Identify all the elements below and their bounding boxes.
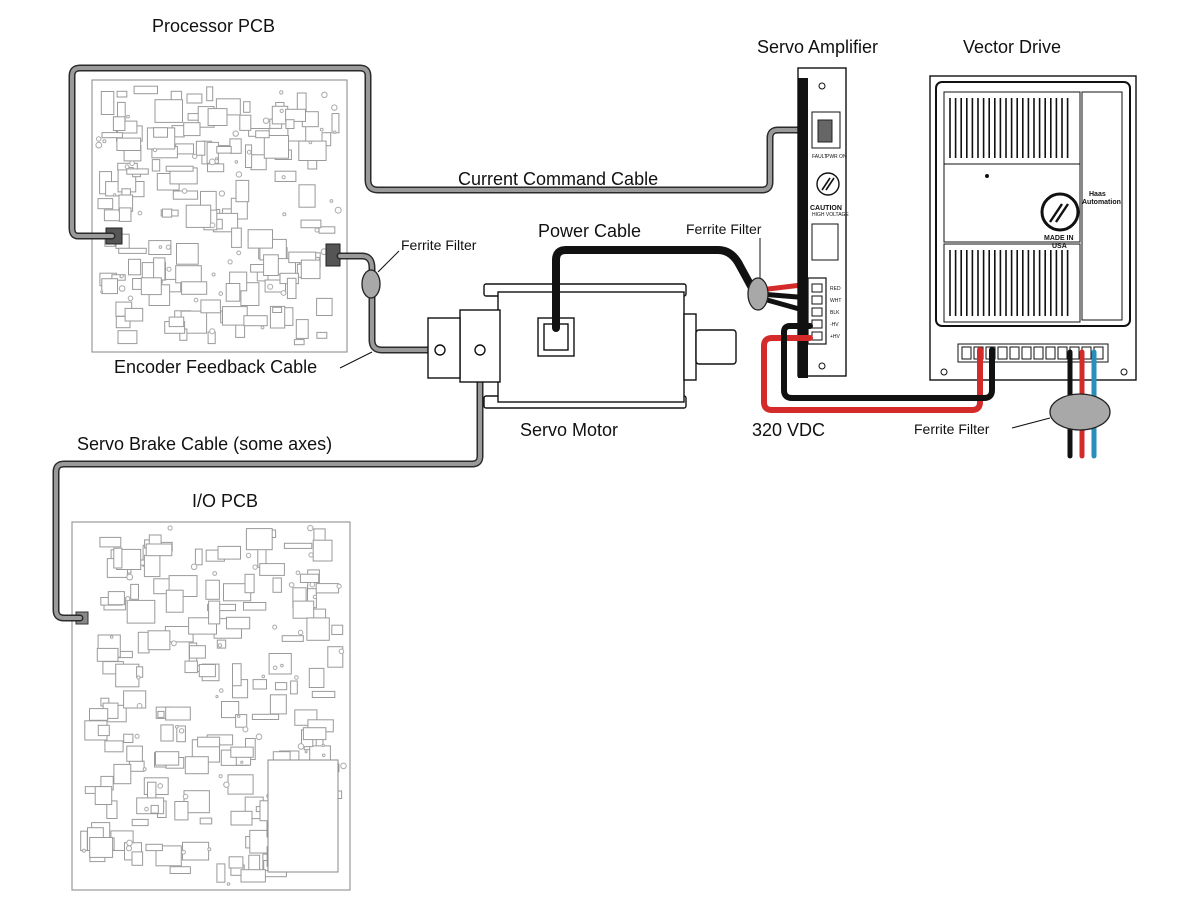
vd-country-text: USA [1052, 243, 1067, 250]
encoder-cable-leader [339, 351, 373, 369]
vd-logo [1040, 192, 1080, 232]
servo-brake-cable [52, 346, 484, 622]
servo-brake-cable-label: Servo Brake Cable (some axes) [77, 434, 332, 454]
encoder-feedback-cable-label: Encoder Feedback Cable [114, 357, 317, 377]
encoder-ferrite-filter-label: Ferrite Filter [401, 237, 477, 253]
dc-bus-cable [761, 323, 995, 413]
current-command-cable [68, 64, 824, 240]
voltage-label: 320 VDC [752, 420, 825, 440]
vd-brand-line1: Haas [1089, 191, 1106, 198]
io-pcb-label: I/O PCB [192, 491, 258, 511]
amp-terminal [811, 283, 823, 293]
amp-pwr-on-text: PWR ON [826, 154, 847, 160]
encoder-ferrite-filter [361, 269, 381, 299]
current-command-cable-label: Current Command Cable [458, 169, 658, 189]
amp-terminal [811, 307, 823, 317]
servo-amplifier-label: Servo Amplifier [757, 37, 878, 57]
processor-pcb-label: Processor PCB [152, 16, 275, 36]
drive-ferrite-leader [1011, 417, 1051, 429]
power-cable-label: Power Cable [538, 221, 641, 241]
amp-terminal-label: BLK [830, 310, 840, 316]
vector-drive-label: Vector Drive [963, 37, 1061, 57]
servo-amplifier: FAULT PWR ON CAUTION HIGH VOLTAGE RED WHT… [797, 67, 849, 378]
processor-pcb [91, 79, 348, 353]
io-pcb [71, 521, 351, 891]
vd-made-in-text: MADE IN [1044, 235, 1074, 242]
amp-logo [816, 172, 840, 196]
io-relay-block [267, 759, 339, 873]
drive-ferrite-filter-label: Ferrite Filter [914, 421, 990, 437]
amp-fault-text: FAULT [812, 154, 827, 160]
encoder-ferrite-leader [377, 250, 400, 273]
vector-drive: Haas Automation MADE IN USA [929, 75, 1137, 381]
amp-caution-text: CAUTION [810, 205, 842, 212]
power-ferrite-filter-label: Ferrite Filter [686, 221, 762, 237]
encoder-feedback-cable [336, 252, 442, 354]
amp-terminal [811, 295, 823, 305]
amp-terminal-label: WHT [830, 298, 841, 304]
servo-motor [427, 283, 737, 409]
amp-high-voltage-text: HIGH VOLTAGE [812, 212, 849, 218]
amp-terminal-label: +HV [830, 334, 841, 340]
amp-terminal [811, 319, 823, 329]
amp-terminal [811, 331, 823, 341]
power-ferrite-filter [747, 277, 769, 311]
vd-brand-line2: Automation [1082, 199, 1121, 206]
drive-ferrite-filter [1049, 393, 1111, 431]
amp-terminal-label: RED [830, 286, 841, 292]
amp-terminal-label: -HV [830, 322, 839, 328]
servo-motor-label: Servo Motor [520, 420, 618, 440]
